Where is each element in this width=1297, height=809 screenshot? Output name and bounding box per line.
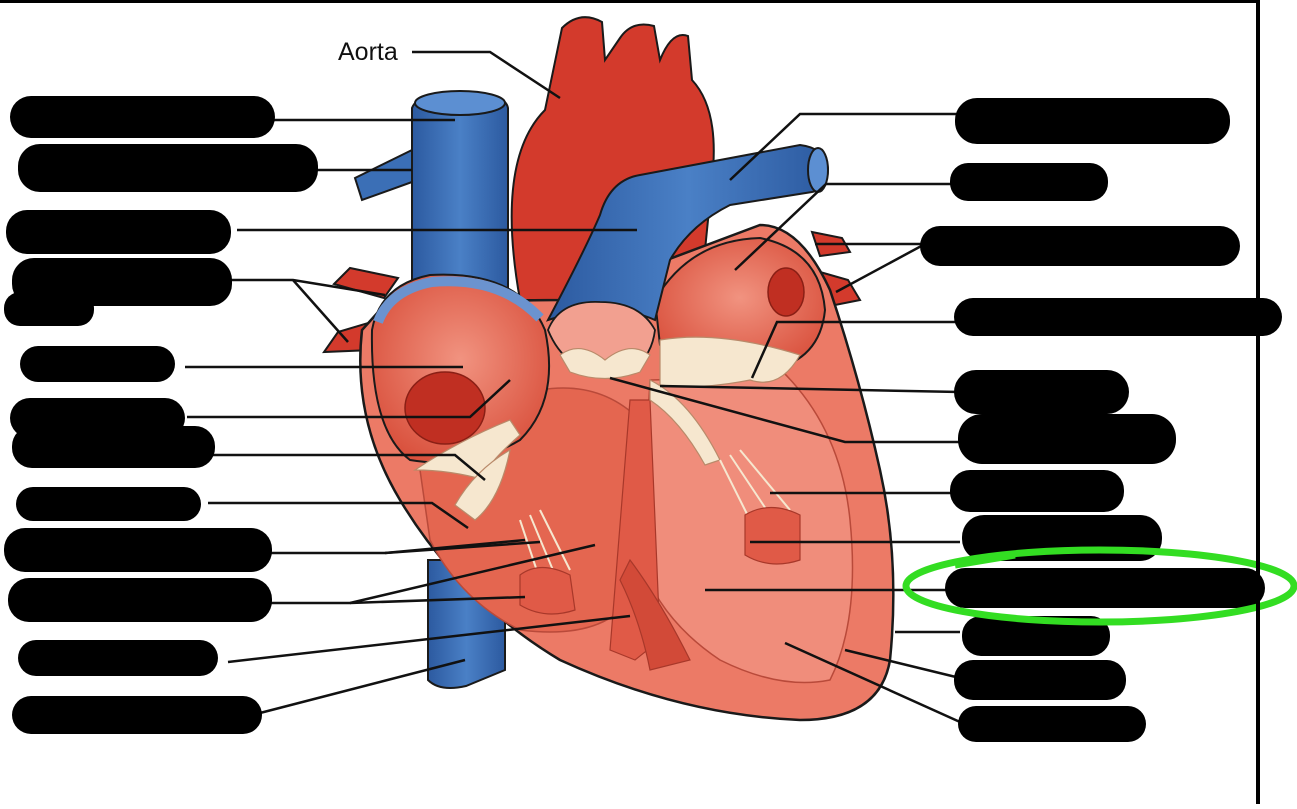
papillary-muscle-left xyxy=(745,508,800,565)
aorta-label: Aorta xyxy=(338,38,398,67)
papillary-muscle-right xyxy=(520,568,575,615)
frame-right-border xyxy=(1256,0,1260,804)
pulmonary-vein-opening xyxy=(768,268,804,316)
inferior-vena-cava-opening xyxy=(405,372,485,444)
highlight-circle-tail xyxy=(955,555,1015,565)
superior-vena-cava-opening xyxy=(415,91,505,115)
brachiocephalic-vein xyxy=(355,150,412,200)
frame-top-border xyxy=(0,0,1256,3)
right-pulmonary-vein-upper xyxy=(334,268,398,298)
superior-vena-cava xyxy=(412,92,508,300)
